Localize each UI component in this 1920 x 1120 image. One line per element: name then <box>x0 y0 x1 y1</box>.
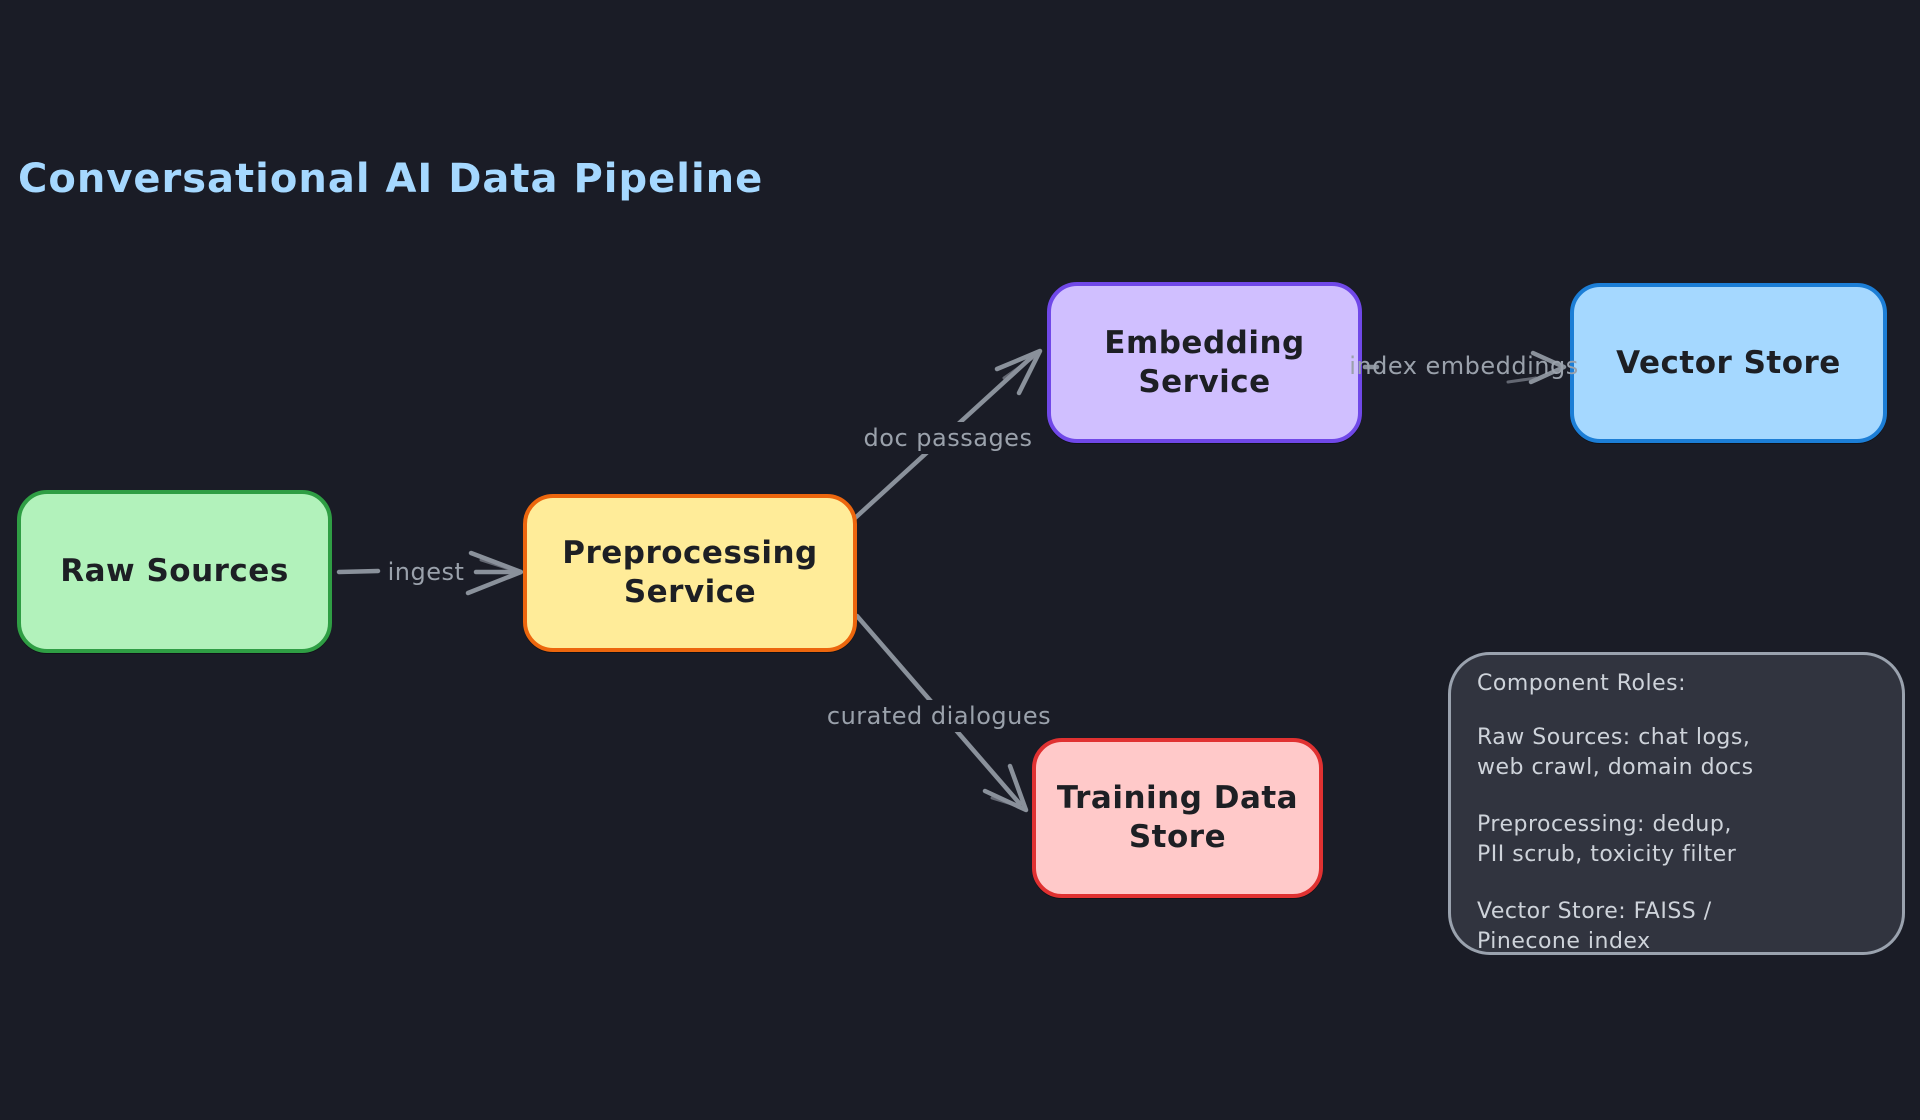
edge-label-curated-dialogues: curated dialogues <box>818 700 1060 732</box>
component-roles-note: Component Roles: Raw Sources: chat logs,… <box>1448 652 1905 955</box>
node-preprocessing-service: Preprocessing Service <box>523 494 857 652</box>
note-heading: Component Roles: <box>1477 671 1686 696</box>
node-training-data-store-label: Training Data Store <box>1056 780 1299 855</box>
node-embedding-service-label: Embedding Service <box>1104 324 1305 400</box>
arrow-index-embeddings <box>1362 350 1567 385</box>
arrow-ingest <box>336 550 524 596</box>
note-item-raw-sources: Raw Sources: chat logs, web crawl, domai… <box>1477 725 1754 780</box>
note-item-preprocessing: Preprocessing: dedup, PII scrub, toxicit… <box>1477 812 1737 867</box>
node-raw-sources: Raw Sources <box>17 490 332 653</box>
note-item-vector-store: Vector Store: FAISS / Pinecone index <box>1477 899 1712 954</box>
node-training-data-store: Training Data Store <box>1032 738 1323 898</box>
edge-label-index-embeddings: index embeddings <box>1349 352 1579 380</box>
node-raw-sources-label: Raw Sources <box>60 553 289 590</box>
node-vector-store-label: Vector Store <box>1616 344 1841 381</box>
edge-label-ingest: ingest <box>387 558 465 586</box>
node-embedding-service: Embedding Service <box>1047 282 1362 443</box>
edge-label-doc-passages: doc passages <box>855 422 1041 454</box>
diagram-title: Conversational AI Data Pipeline <box>18 156 764 202</box>
node-preprocessing-service-label: Preprocessing Service <box>562 535 818 610</box>
node-vector-store: Vector Store <box>1570 283 1887 443</box>
